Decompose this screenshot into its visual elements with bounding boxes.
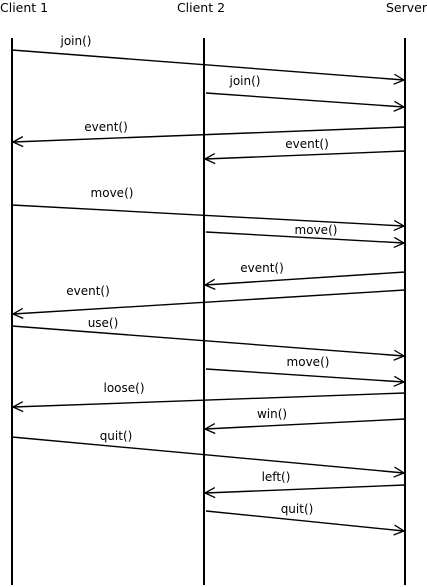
message-arrow (11, 325, 404, 356)
message-arrow (13, 289, 406, 314)
message-label: quit() (100, 429, 133, 443)
message-label: quit() (281, 502, 314, 516)
message-arrow (205, 92, 404, 107)
message-arrow (13, 126, 406, 142)
message-arrow (11, 436, 404, 473)
message-label: event() (240, 261, 284, 275)
message-label: use() (88, 316, 119, 330)
message-label: loose() (103, 381, 144, 395)
message-arrow (205, 368, 404, 382)
message-label: event() (285, 137, 329, 151)
participant-c2-label: Client 2 (177, 0, 225, 15)
message-label: win() (257, 407, 287, 421)
participant-c1-label: Client 1 (0, 0, 48, 15)
message-arrow (205, 150, 406, 159)
message-arrow (205, 484, 406, 493)
message-arrow (205, 231, 404, 243)
message-label: move() (287, 355, 330, 369)
message-arrow (13, 392, 406, 407)
message-arrow (11, 204, 404, 226)
message-label: left() (262, 470, 291, 484)
message-arrow (205, 418, 406, 429)
message-label: move() (295, 223, 338, 237)
message-label: event() (84, 120, 128, 134)
message-label: join() (229, 74, 261, 88)
message-arrow (11, 49, 404, 80)
message-label: move() (91, 186, 134, 200)
message-arrow (205, 271, 406, 285)
message-label: join() (60, 34, 92, 48)
message-label: event() (66, 284, 110, 298)
message-arrow (205, 510, 404, 531)
participant-srv-label: Server (386, 0, 427, 15)
